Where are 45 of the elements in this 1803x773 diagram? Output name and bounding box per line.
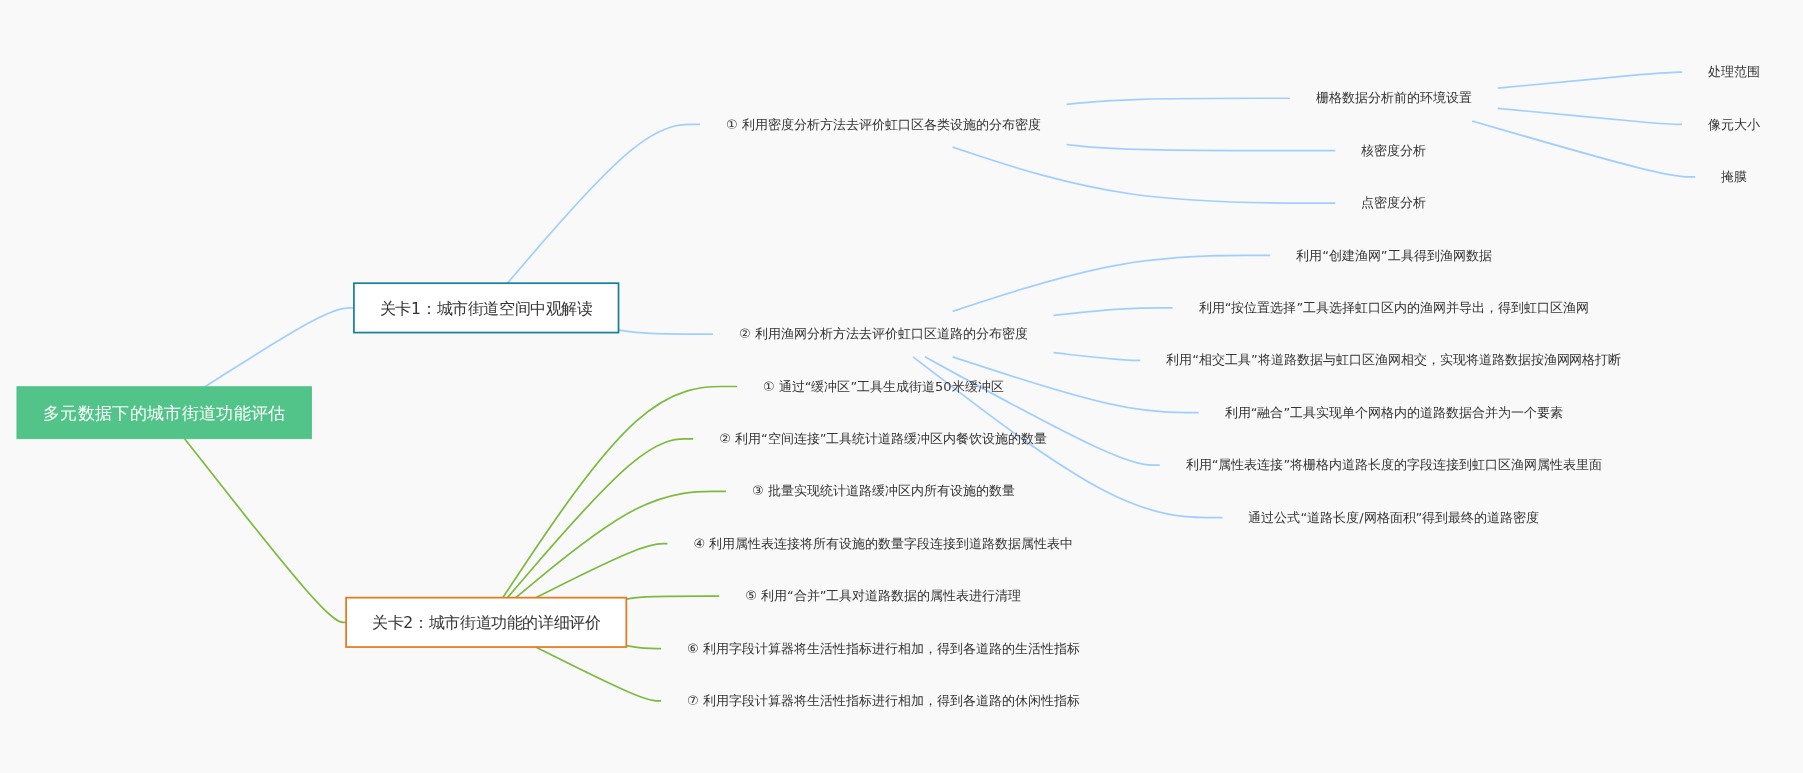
- node-text: 核密度分析: [1361, 142, 1427, 159]
- node-text: 利用“相交工具”将道路数据与虹口区渔网相交，实现将道路数据按渔网网格打断: [1166, 352, 1622, 368]
- connector: [924, 355, 1161, 466]
- connector: [912, 355, 1224, 519]
- node-text: 处理范围: [1708, 64, 1761, 80]
- connector: [506, 123, 701, 285]
- node-text: 利用“属性表连接”将栅格内道路长度的字段连接到虹口区渔网属性表里面: [1185, 457, 1602, 473]
- node-box: 关卡2：城市街道功能的详细评价: [345, 596, 628, 648]
- connector: [1496, 107, 1683, 126]
- node-text: 通过公式“道路长度/网格面积”得到最终的道路密度: [1248, 509, 1540, 526]
- node-text: ① 利用密度分析方法去评价虹口区各类设施的分布密度: [725, 116, 1041, 133]
- connector: [951, 355, 1200, 414]
- node-text: ⑤ 利用“合并”工具对道路数据的属性表进行清理: [745, 588, 1022, 604]
- connector: [1065, 143, 1337, 152]
- node-text: 掩膜: [1721, 168, 1748, 185]
- connector: [1065, 97, 1291, 106]
- connector: [1496, 71, 1683, 90]
- connector: [534, 542, 669, 599]
- connector: [951, 254, 1272, 313]
- connector: [515, 490, 727, 599]
- node-box: 多元数据下的城市街道功能评估: [16, 386, 312, 440]
- node-text: 栅格数据分析前的环境设置: [1315, 90, 1472, 106]
- node-text: ② 利用“空间连接”工具统计道路缓冲区内餐饮设施的数量: [719, 430, 1048, 447]
- connector: [625, 644, 662, 650]
- node-text: ① 通过“缓冲区”工具生成街道50米缓冲区: [762, 378, 1004, 395]
- node-text: 利用“融合”工具实现单个网格内的道路数据合并为一个要素: [1224, 404, 1563, 421]
- node-text: ③ 批量实现统计道路缓冲区内所有设施的数量: [751, 483, 1015, 499]
- node-text: 利用“创建渔网”工具得到渔网数据: [1296, 247, 1492, 264]
- node-box: 关卡1：城市街道空间中观解读: [353, 282, 620, 334]
- node-text: ② 利用渔网分析方法去评价虹口区道路的分布密度: [738, 326, 1028, 342]
- connector: [625, 595, 721, 600]
- node-text: ⑦ 利用字段计算器将生活性指标进行相加，得到各道路的休闲性指标: [686, 692, 1080, 709]
- connector: [1471, 120, 1696, 178]
- node-text: 点密度分析: [1361, 195, 1427, 211]
- connector: [1052, 307, 1174, 317]
- connector: [951, 146, 1337, 204]
- node-text: ⑥ 利用字段计算器将生活性指标进行相加，得到各道路的生活性指标: [686, 640, 1080, 657]
- connector: [506, 438, 695, 599]
- node-text: 利用“按位置选择”工具选择虹口区内的渔网并导出，得到虹口区渔网: [1198, 299, 1589, 316]
- connector: [501, 385, 738, 599]
- node-text: 像元大小: [1708, 116, 1761, 133]
- connector: [1052, 351, 1142, 362]
- connector: [617, 329, 714, 335]
- connector: [183, 437, 347, 624]
- node-text: ④ 利用属性表连接将所有设施的数量字段连接到道路数据属性表中: [693, 535, 1074, 552]
